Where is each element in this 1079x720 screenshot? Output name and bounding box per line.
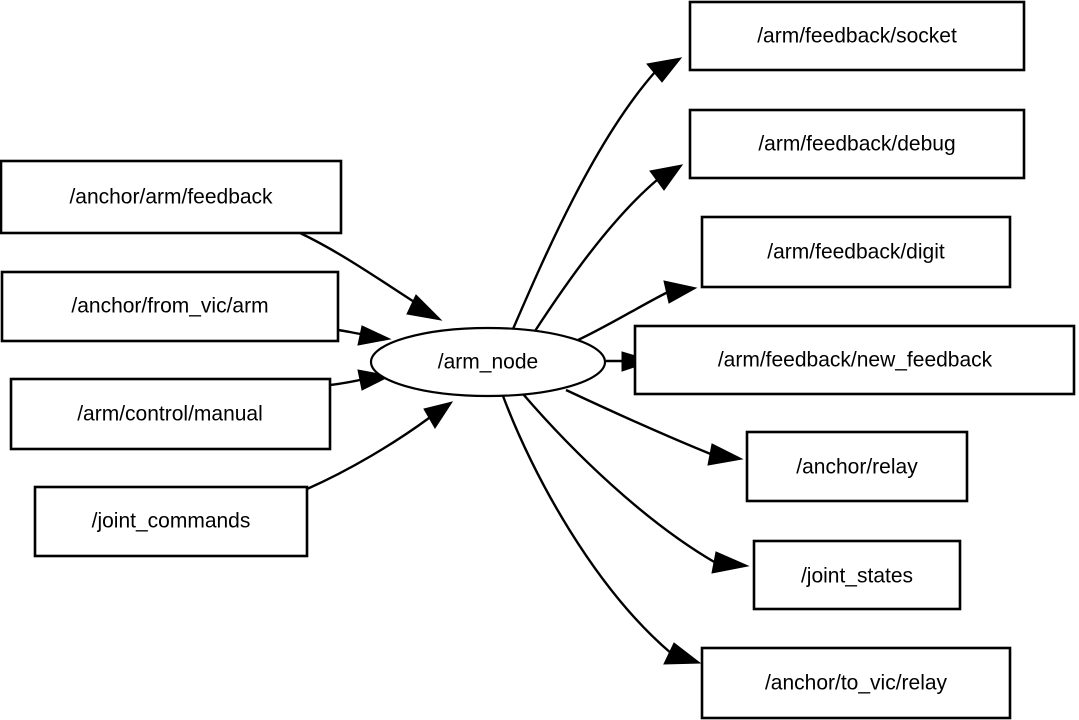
node-anchor-from-vic-arm[interactable]: /anchor/from_vic/arm [0,270,340,343]
node-label-joint-states: /joint_states [801,565,913,588]
node-label-joint-commands: /joint_commands [92,510,251,533]
node-joint-commands[interactable]: /joint_commands [33,485,309,558]
node-joint-states[interactable]: /joint_states [752,539,962,611]
node-label-arm-feedback-socket: /arm/feedback/socket [757,25,957,48]
edge-arm-node-to-joint-states [522,393,750,574]
node-label-arm-node: /arm_node [438,351,538,374]
node-label-anchor-from-vic-arm: /anchor/from_vic/arm [71,295,268,318]
node-arm-control-manual[interactable]: /arm/control/manual [9,377,332,451]
node-arm-feedback-digit[interactable]: /arm/feedback/digit [700,215,1012,289]
edge-arm-node-to-arm-feedback-digit [575,280,698,343]
node-arm-feedback-debug[interactable]: /arm/feedback/debug [688,108,1026,180]
node-arm-feedback-new-feedback[interactable]: /arm/feedback/new_feedback [633,324,1076,396]
node-anchor-relay[interactable]: /anchor/relay [745,430,969,503]
node-arm-node[interactable]: /arm_node [369,326,607,398]
node-label-arm-feedback-new-feedback: /arm/feedback/new_feedback [718,349,993,372]
node-label-anchor-to-vic-relay: /anchor/to_vic/relay [765,672,948,695]
edge-arm-node-to-anchor-to-vic-relay [501,395,702,665]
edge-arm-node-to-anchor-relay [565,388,744,466]
node-label-arm-control-manual: /arm/control/manual [77,403,263,426]
node-label-arm-feedback-digit: /arm/feedback/digit [767,241,945,264]
edge-group-outputs [501,57,750,665]
node-anchor-arm-feedback[interactable]: /anchor/arm/feedback [0,159,343,235]
edge-arm-node-to-arm-feedback-socket [511,57,683,330]
node-label-arm-feedback-debug: /arm/feedback/debug [758,133,955,156]
edge-anchor-from-vic-arm-to-arm-node [337,325,392,346]
edge-arm-node-to-arm-feedback-debug [533,164,684,332]
edge-joint-commands-to-arm-node [306,401,454,491]
edge-anchor-arm-feedback-to-arm-node [299,231,443,321]
node-label-anchor-relay: /anchor/relay [796,456,918,479]
node-anchor-to-vic-relay[interactable]: /anchor/to_vic/relay [700,646,1012,720]
node-label-anchor-arm-feedback: /anchor/arm/feedback [69,186,273,209]
node-arm-feedback-socket[interactable]: /arm/feedback/socket [688,0,1026,72]
